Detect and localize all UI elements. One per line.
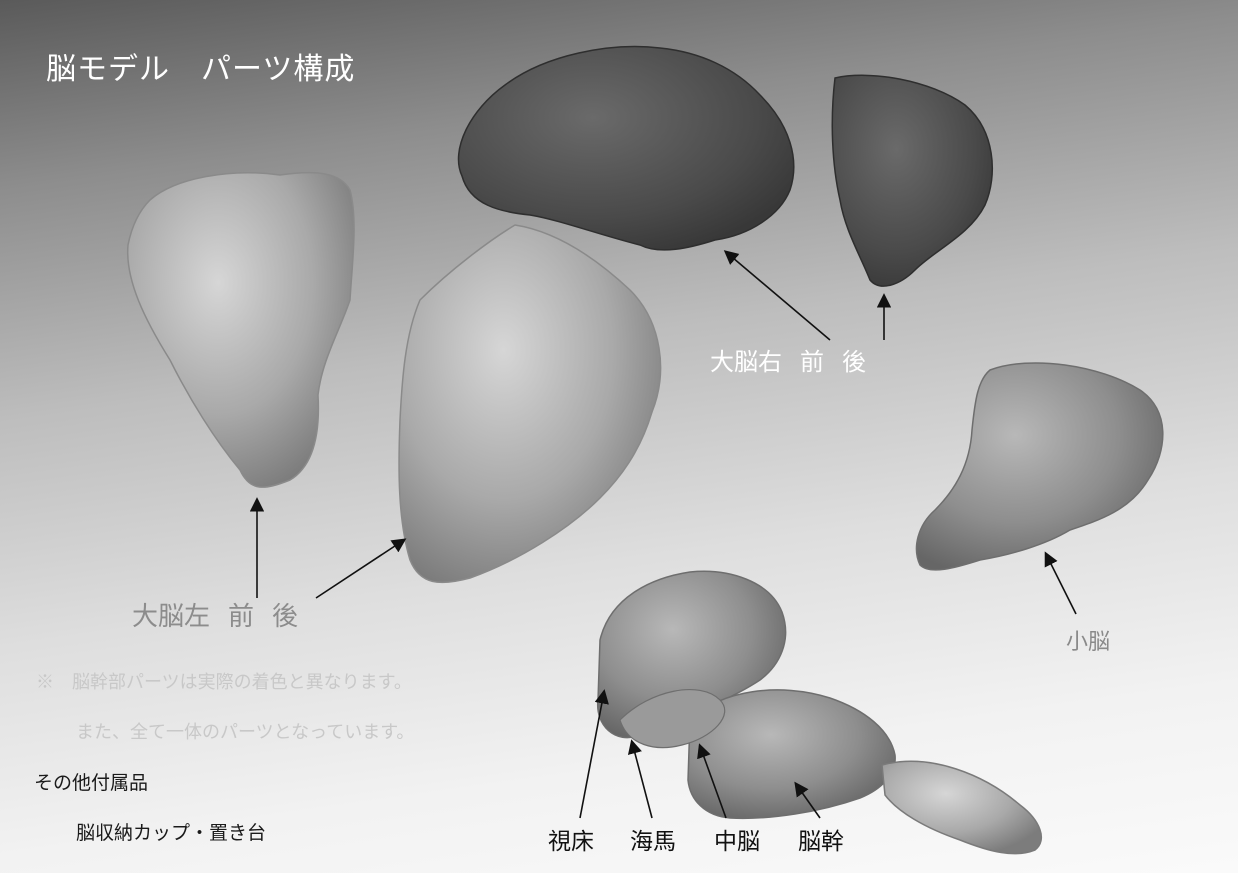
cerebrum-left-front-label: 前 [228,602,254,632]
brainstem-assembly-part [598,571,1042,853]
brainstem-label: 脳幹 [798,822,844,856]
cerebrum-left-back-label: 後 [272,602,298,632]
cerebellum-part [916,363,1162,570]
cerebrum-left-label: 大脳左前後 [132,596,298,633]
thalamus-label: 視床 [548,822,594,856]
accessories-item: 脳収納カップ・置き台 [76,818,266,845]
cerebrum-right-front-part [459,47,794,250]
midbrain-label: 中脳 [714,822,760,856]
cerebellum-label: 小脳 [1066,624,1110,656]
hippocampus-label: 海馬 [630,822,676,856]
note-line-1: ※ 脳幹部パーツは実際の着色と異なります。 [36,668,412,694]
cerebrum-left-back-part [399,225,661,582]
cerebrum-right-back-part [832,75,992,286]
cerebrum-right-label: 大脳右前後 [710,342,866,377]
cerebrum-right-name: 大脳右 [710,348,782,376]
cerebrum-left-name: 大脳左 [132,602,210,632]
cerebrum-right-back-label: 後 [842,348,866,376]
cerebrum-right-front-label: 前 [800,348,824,376]
accessories-heading: その他付属品 [34,768,148,795]
note-line-2: また、全て一体のパーツとなっています。 [76,718,414,744]
figure-title: 脳モデル パーツ構成 [46,44,355,88]
cerebrum-left-front-part [128,173,354,488]
